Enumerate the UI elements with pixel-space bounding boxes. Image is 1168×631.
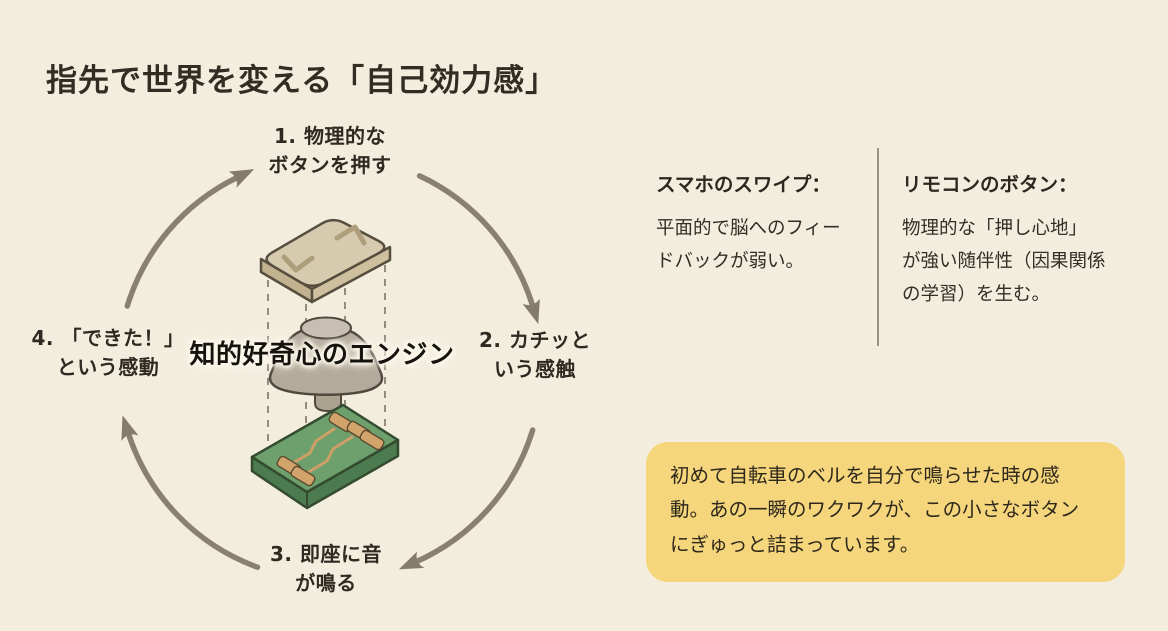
body-line: 物理的な「押し心地」 (902, 218, 1088, 239)
step-line: いう感触 (494, 357, 576, 381)
step-line: ボタンを押す (268, 153, 392, 177)
cycle-arc-bottom-right (398, 427, 536, 570)
comparison-right-heading: リモコンのボタン： (902, 173, 1078, 196)
step-line: 2. カチッと (479, 328, 591, 352)
rubber-dome-illustration (268, 316, 384, 412)
body-line: ドバックが弱い。 (656, 250, 805, 272)
cycle-diagram (121, 169, 540, 570)
keycap-chevron-right-icon (334, 224, 367, 246)
keycap-chevron-left-icon (281, 254, 315, 273)
cycle-center-label: 知的好奇心のエンジン (189, 340, 455, 370)
comparison-divider (877, 148, 879, 346)
cycle-step-1-label: 1. 物理的な ボタンを押す (230, 122, 430, 180)
callout-line: にぎゅっと詰まっています。 (670, 532, 920, 556)
button-keycap-illustration (259, 218, 392, 304)
page-title: 指先で世界を変える「自己効力感」 (46, 62, 558, 99)
comparison-right-column: リモコンのボタン： 物理的な「押し心地」 が強い随伴性（因果関係 の学習）を生む… (902, 168, 1142, 312)
cycle-arc-top-right (416, 173, 540, 325)
comparison-right-body: 物理的な「押し心地」 が強い随伴性（因果関係 の学習）を生む。 (902, 213, 1142, 312)
step-line: が鳴る (295, 571, 357, 595)
cycle-step-4-label: 4. 「できた！」 という感動 (18, 324, 198, 382)
step-line: 1. 物理的な (274, 124, 386, 148)
callout-box: 初めて自転車のベルを自分で鳴らせた時の感 動。あの一瞬のワクワクが、この小さなボ… (646, 442, 1125, 582)
cycle-arc-top-left (124, 169, 255, 309)
comparison-left-column: スマホのスワイプ： 平面的で脳へのフィー ドバックが弱い。 (656, 168, 868, 279)
callout-line: 動。あの一瞬のワクワクが、この小さなボタン (670, 498, 1080, 522)
body-line: が強い随伴性（因果関係 (902, 250, 1106, 272)
step-line: という感動 (56, 355, 160, 379)
comparison-left-body: 平面的で脳へのフィー ドバックが弱い。 (656, 213, 868, 279)
body-line: 平面的で脳へのフィー (656, 218, 841, 239)
pcb-trace (291, 427, 336, 465)
pcb-trace (305, 435, 354, 475)
step-line: 3. 即座に音 (270, 542, 382, 566)
cycle-step-2-label: 2. カチッと いう感触 (450, 326, 620, 384)
callout-line: 初めて自転車のベルを自分で鳴らせた時の感 (670, 464, 1060, 487)
circuit-board-illustration (250, 403, 400, 510)
cycle-arc-bottom-left (121, 415, 261, 570)
body-line: の学習）を生む。 (902, 283, 1051, 305)
pcb-pad (359, 429, 385, 451)
cycle-step-3-label: 3. 即座に音 が鳴る (246, 540, 406, 598)
comparison-left-heading: スマホのスワイプ： (656, 173, 831, 196)
step-line: 4. 「できた！」 (31, 326, 185, 350)
pcb-pad (290, 465, 316, 487)
cycle-arrows (121, 169, 540, 570)
